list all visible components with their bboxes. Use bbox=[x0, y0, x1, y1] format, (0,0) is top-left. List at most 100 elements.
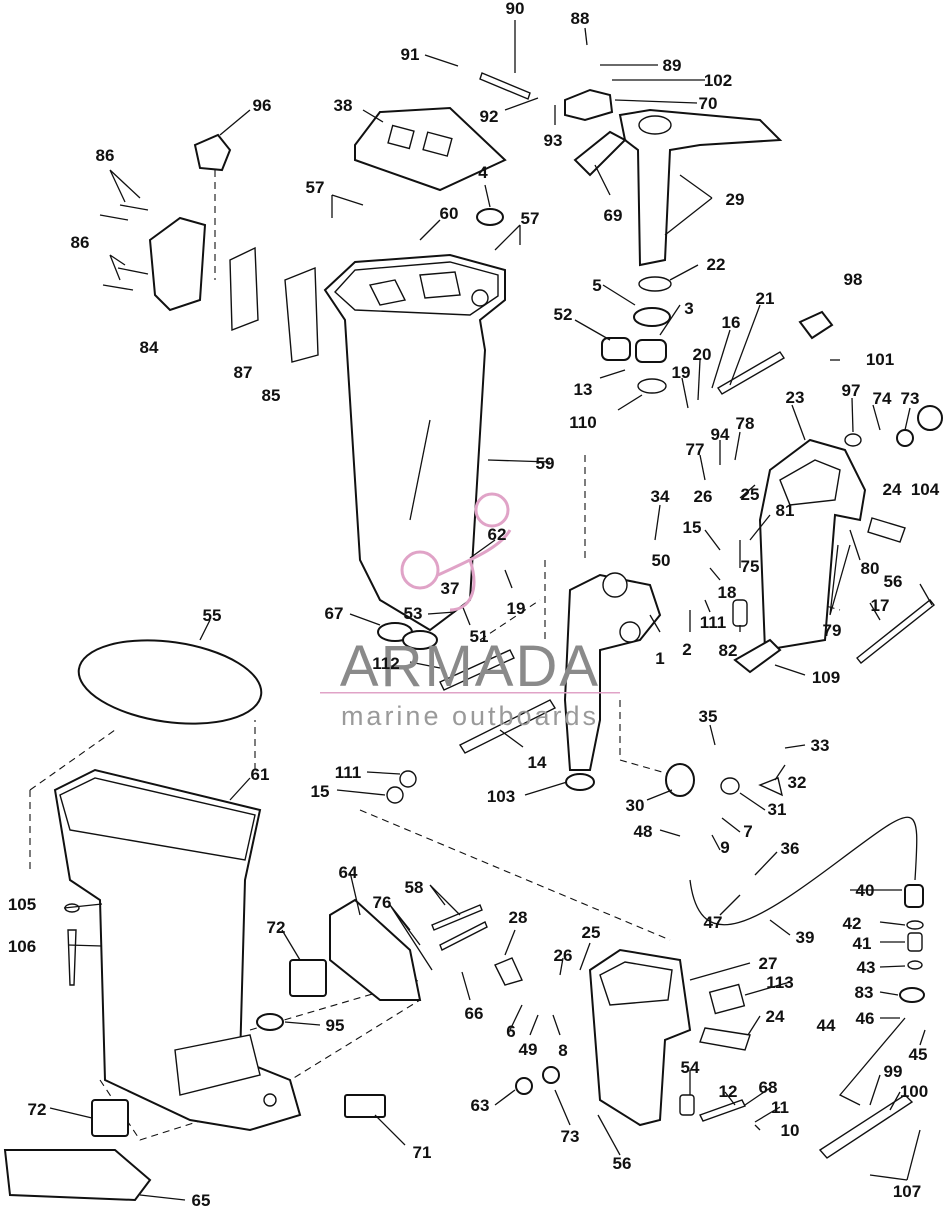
callout-57-lower: 57 bbox=[521, 209, 540, 228]
callout-68: 68 bbox=[759, 1078, 778, 1097]
callout-59: 59 bbox=[536, 454, 555, 473]
watermark-tagline: marine outboards bbox=[341, 701, 599, 731]
callout-67: 67 bbox=[325, 604, 344, 623]
callout-53: 53 bbox=[404, 604, 423, 623]
propeller-logo bbox=[400, 492, 512, 612]
callout-26-upper: 26 bbox=[694, 487, 713, 506]
callout-30: 30 bbox=[626, 796, 645, 815]
callout-85: 85 bbox=[262, 386, 281, 405]
callout-2: 2 bbox=[682, 640, 691, 659]
callout-96: 96 bbox=[253, 96, 272, 115]
callout-26-lower: 26 bbox=[554, 946, 573, 965]
callout-50: 50 bbox=[652, 551, 671, 570]
callout-72-lower: 72 bbox=[28, 1100, 47, 1119]
small-parts bbox=[3, 72, 943, 1202]
callout-64: 64 bbox=[339, 863, 358, 882]
callout-8: 8 bbox=[558, 1041, 567, 1060]
callout-71: 71 bbox=[413, 1143, 432, 1162]
callout-83: 83 bbox=[855, 983, 874, 1002]
callout-58: 58 bbox=[405, 878, 424, 897]
callout-45: 45 bbox=[909, 1045, 928, 1064]
callout-34: 34 bbox=[651, 487, 670, 506]
callout-56-lower: 56 bbox=[613, 1154, 632, 1173]
callout-labels: 90 88 91 89 102 70 96 38 92 93 86 57 4 6… bbox=[8, 0, 940, 1210]
callout-89: 89 bbox=[663, 56, 682, 75]
callout-18: 18 bbox=[718, 583, 737, 602]
callout-21: 21 bbox=[756, 289, 775, 308]
callout-97: 97 bbox=[842, 381, 861, 400]
callout-7: 7 bbox=[743, 822, 752, 841]
callout-98: 98 bbox=[844, 270, 863, 289]
callout-91: 91 bbox=[401, 45, 420, 64]
steering-arm-29 bbox=[618, 108, 783, 267]
callout-93: 93 bbox=[544, 131, 563, 150]
callout-103: 103 bbox=[487, 787, 515, 806]
callout-19-upper: 19 bbox=[672, 363, 691, 382]
callout-51: 51 bbox=[470, 627, 489, 646]
callout-77: 77 bbox=[686, 440, 705, 459]
callout-86-lower: 86 bbox=[71, 233, 90, 252]
callout-107: 107 bbox=[893, 1182, 921, 1201]
callout-87: 87 bbox=[234, 363, 253, 382]
callout-27: 27 bbox=[759, 954, 778, 973]
callout-61: 61 bbox=[251, 765, 270, 784]
callout-47: 47 bbox=[704, 913, 723, 932]
lower-cover-61 bbox=[53, 768, 302, 1132]
callout-24-upper: 24 bbox=[883, 480, 902, 499]
callout-113: 113 bbox=[766, 973, 793, 992]
callout-11: 11 bbox=[771, 1098, 789, 1117]
callout-111-upper: 111 bbox=[700, 613, 727, 632]
swivel-bracket-1 bbox=[563, 572, 662, 771]
callout-57-upper: 57 bbox=[306, 178, 325, 197]
callout-24-lower: 24 bbox=[766, 1007, 785, 1026]
callout-36: 36 bbox=[781, 839, 800, 858]
callout-43: 43 bbox=[857, 958, 876, 977]
callout-79: 79 bbox=[823, 621, 842, 640]
callout-48: 48 bbox=[634, 822, 653, 841]
callout-44: 44 bbox=[817, 1016, 836, 1035]
callout-9: 9 bbox=[720, 838, 729, 857]
callout-40: 40 bbox=[856, 881, 875, 900]
callout-74: 74 bbox=[873, 389, 892, 408]
callout-29: 29 bbox=[726, 190, 745, 209]
callout-25-upper: 25 bbox=[741, 485, 760, 504]
callout-16: 16 bbox=[722, 313, 741, 332]
callout-99: 99 bbox=[884, 1062, 903, 1081]
stern-bracket-23 bbox=[758, 438, 867, 652]
callout-3: 3 bbox=[684, 299, 693, 318]
callout-102: 102 bbox=[704, 71, 732, 90]
callout-66: 66 bbox=[465, 1004, 484, 1023]
callout-81: 81 bbox=[776, 501, 795, 520]
callout-76: 76 bbox=[373, 893, 392, 912]
callout-95: 95 bbox=[326, 1016, 345, 1035]
callout-72-upper: 72 bbox=[267, 918, 286, 937]
callout-28: 28 bbox=[509, 908, 528, 927]
callout-82: 82 bbox=[719, 641, 738, 660]
callout-12: 12 bbox=[719, 1082, 738, 1101]
callout-42: 42 bbox=[843, 914, 862, 933]
callout-106: 106 bbox=[8, 937, 36, 956]
callout-54: 54 bbox=[681, 1058, 700, 1077]
callout-14: 14 bbox=[528, 753, 547, 772]
callout-35: 35 bbox=[699, 707, 718, 726]
callout-6: 6 bbox=[506, 1022, 515, 1041]
callout-112: 112 bbox=[372, 654, 399, 673]
callout-39: 39 bbox=[796, 928, 815, 947]
callout-15-lower: 15 bbox=[311, 782, 330, 801]
stern-bracket-27 bbox=[588, 948, 692, 1127]
callout-37: 37 bbox=[441, 579, 460, 598]
callout-32: 32 bbox=[788, 773, 807, 792]
watermark-brand: ARMADA bbox=[340, 634, 600, 699]
callout-41: 41 bbox=[853, 934, 872, 953]
callout-110: 110 bbox=[569, 413, 596, 432]
callout-90: 90 bbox=[506, 0, 525, 18]
callout-15-upper: 15 bbox=[683, 518, 702, 537]
leader-lines bbox=[49, 20, 933, 1201]
watermark: ARMADA marine outboards bbox=[320, 492, 620, 731]
callout-105: 105 bbox=[8, 895, 36, 914]
callout-10: 10 bbox=[781, 1121, 800, 1140]
callout-70: 70 bbox=[699, 94, 718, 113]
callout-49: 49 bbox=[519, 1040, 538, 1059]
